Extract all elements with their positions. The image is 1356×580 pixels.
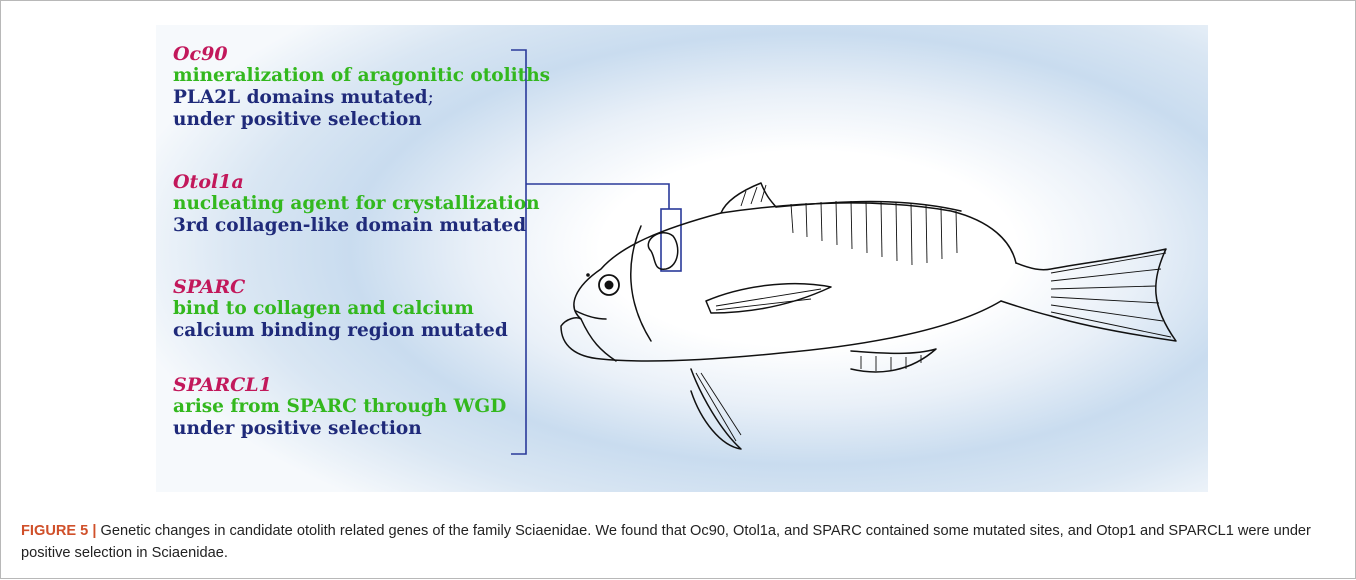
bracket-connector: [511, 50, 681, 454]
caption-text: Genetic changes in candidate otolith rel…: [21, 523, 1311, 561]
fish-outline: [561, 183, 1176, 449]
fin-rays: [696, 185, 1171, 441]
caption-label: FIGURE 5 |: [21, 523, 96, 539]
figure-caption: FIGURE 5 | Genetic changes in candidate …: [21, 520, 1331, 564]
